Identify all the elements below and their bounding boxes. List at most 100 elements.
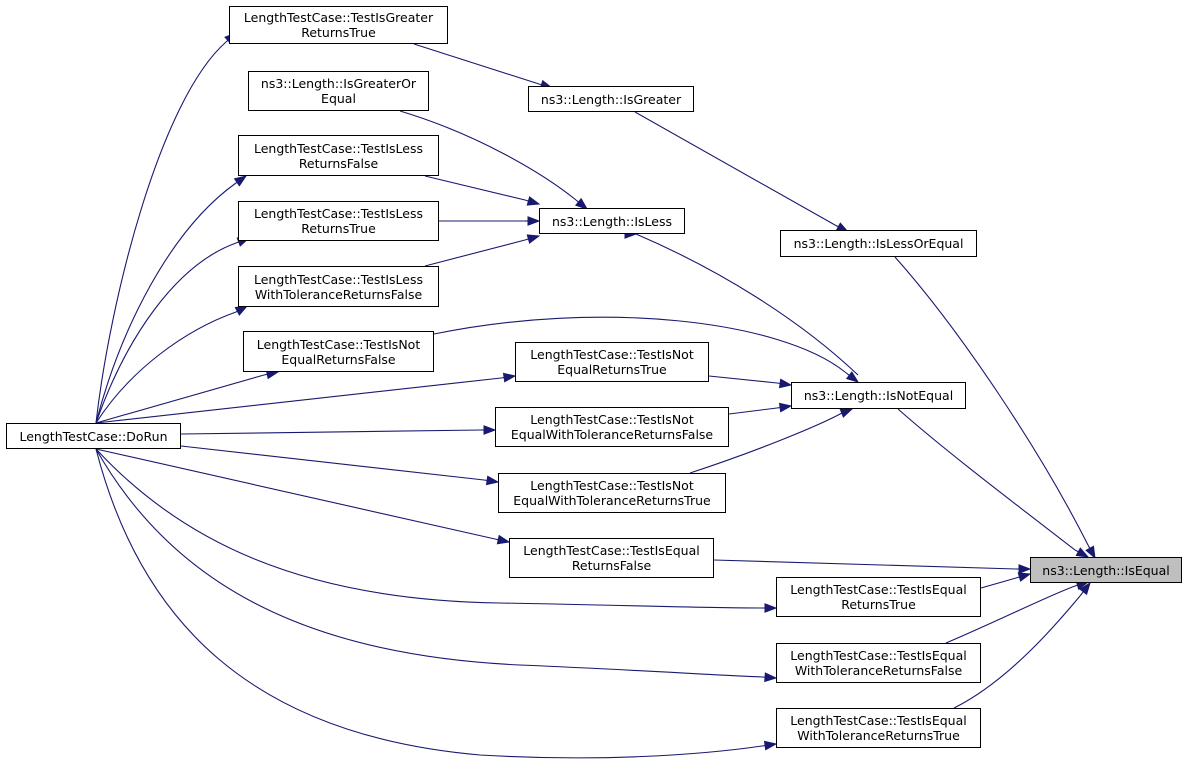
node-label-line: LengthTestCase::TestIsEqual [790, 582, 967, 597]
node-is-less[interactable]: ns3::Length::IsLess [539, 208, 685, 234]
edge-tiewtrt-to-isequal [953, 581, 1091, 709]
node-label-line: ReturnsTrue [301, 25, 376, 40]
edge-line [399, 110, 577, 201]
arrowhead [574, 197, 589, 210]
edge-dorun-to-tinewtrf [180, 425, 497, 435]
edge-line [953, 595, 1081, 709]
arrowhead [1079, 581, 1091, 596]
edge-line [95, 311, 237, 424]
arrowhead [496, 534, 511, 545]
node-is-greater-or-equal[interactable]: ns3::Length::IsGreaterOr Equal [248, 71, 429, 111]
edge-line [95, 448, 763, 609]
edge-line-end [494, 538, 499, 541]
node-label-line: ReturnsTrue [841, 597, 916, 612]
node-label-line: ReturnsFalse [298, 155, 379, 171]
edge-tinert-to-isnotequal [708, 375, 793, 389]
node-test-is-greater-returns-true[interactable]: LengthTestCase::TestIsGreater ReturnsTru… [229, 6, 448, 44]
node-label-line: ns3::Length::IsNotEqual [803, 388, 954, 403]
node-test-is-equal-with-tolerance-returns-false[interactable]: LengthTestCase::TestIsEqual WithToleranc… [776, 643, 981, 683]
edge-isnotequal-to-tinerf [433, 316, 860, 383]
edge-tiert-to-isequal [980, 572, 1032, 589]
edge-line [634, 111, 836, 226]
edge-line [95, 41, 227, 424]
edge-dorun-to-tierf [95, 448, 511, 545]
node-is-not-equal[interactable]: ns3::Length::IsNotEqual [791, 382, 966, 409]
node-test-is-equal-returns-true[interactable]: LengthTestCase::TestIsEqual ReturnsTrue [776, 577, 981, 617]
node-label-line: EqualReturnsFalse [281, 351, 396, 367]
edge-isgreater-to-tigrt [413, 43, 554, 90]
edge-tilwtrf-to-isless [424, 234, 541, 267]
edge-dorun-to-tilrf [95, 175, 248, 424]
edge-line [945, 585, 1076, 644]
edge-dorun-to-tinewtrt [180, 445, 500, 486]
edge-line-end [844, 371, 850, 376]
edge-line [95, 448, 496, 540]
edge-line-end [1079, 591, 1084, 597]
edge-line [689, 412, 843, 474]
edge-line [728, 407, 778, 415]
node-label-line: ReturnsTrue [301, 221, 376, 236]
edge-isgreaterorequal-to-isless [399, 110, 589, 210]
node-label-line: LengthTestCase::TestIsLess [253, 206, 424, 221]
node-test-is-less-returns-true[interactable]: LengthTestCase::TestIsLess ReturnsTrue [238, 201, 439, 241]
node-label-line: LengthTestCase::TestIsEqual [790, 713, 967, 728]
edge-line [980, 577, 1017, 589]
arrowhead [1018, 564, 1032, 574]
node-label-line: LengthTestCase::TestIsNot [530, 412, 694, 427]
arrowhead [233, 175, 248, 187]
edge-line [713, 559, 1017, 570]
edge-line [897, 408, 1076, 551]
node-do-run[interactable]: LengthTestCase::DoRun [6, 423, 181, 449]
arrowhead [778, 378, 793, 389]
node-test-is-equal-returns-false[interactable]: LengthTestCase::TestIsEqual ReturnsFalse [509, 538, 714, 578]
arrowhead [839, 408, 854, 418]
arrowhead [845, 371, 860, 383]
edge-line [95, 448, 763, 759]
arrowhead [764, 603, 778, 613]
node-test-is-less-with-tolerance-returns-false[interactable]: LengthTestCase::TestIsLess WithTolerance… [238, 266, 439, 307]
edge-line [708, 375, 778, 384]
edge-tinewtrt-to-isnotequal [689, 408, 854, 474]
edge-line-end [1074, 549, 1079, 553]
node-test-is-equal-with-tolerance-returns-true[interactable]: LengthTestCase::TestIsEqual WithToleranc… [776, 708, 981, 748]
node-label-line: EqualWithToleranceReturnsTrue [513, 493, 711, 508]
edge-line [95, 374, 265, 424]
edge-line [180, 445, 485, 481]
node-label-line: LengthTestCase::TestIsNot [530, 478, 694, 493]
edge-dorun-to-tilwtrf [95, 305, 249, 424]
node-label-line: LengthTestCase::TestIsNot [256, 336, 421, 352]
edge-line-end [575, 199, 579, 203]
node-label-line: EqualWithToleranceReturnsFalse [510, 427, 714, 442]
node-test-is-less-returns-false[interactable]: LengthTestCase::TestIsLess ReturnsFalse [238, 135, 439, 176]
edge-dorun-to-tiewtrf [95, 448, 778, 683]
edge-tilrt-to-isless [439, 216, 541, 226]
arrowhead [527, 216, 541, 226]
node-is-less-or-equal[interactable]: ns3::Length::IsLessOrEqual [780, 230, 977, 257]
node-test-is-not-equal-returns-true[interactable]: LengthTestCase::TestIsNot EqualReturnsTr… [515, 342, 709, 382]
edge-line [894, 256, 1089, 546]
edge-dorun-to-tigrt [95, 32, 238, 424]
edge-isequal-to-isnotequal [897, 408, 1090, 558]
node-label-line: LengthTestCase::TestIsNot [530, 347, 694, 362]
edge-line-end [524, 199, 529, 202]
node-test-is-not-equal-with-tolerance-returns-false[interactable]: LengthTestCase::TestIsNot EqualWithToler… [495, 407, 729, 447]
node-label-line: WithToleranceReturnsTrue [797, 728, 960, 743]
edge-dorun-to-tinert [95, 372, 517, 424]
edge-line [180, 429, 482, 435]
edge-line [424, 175, 526, 201]
node-test-is-not-equal-with-tolerance-returns-true[interactable]: LengthTestCase::TestIsNot EqualWithToler… [498, 473, 726, 513]
arrowhead [234, 305, 249, 316]
node-label-line: WithToleranceReturnsFalse [794, 663, 963, 678]
edge-line [424, 239, 526, 267]
arrowhead [764, 672, 778, 683]
node-is-greater[interactable]: ns3::Length::IsGreater [528, 86, 694, 112]
node-label-line: ns3::Length::IsLess [551, 213, 672, 229]
edge-tilrf-to-isless [424, 175, 541, 206]
arrowhead [763, 740, 778, 751]
arrowhead [483, 425, 497, 435]
node-test-is-not-equal-returns-false[interactable]: LengthTestCase::TestIsNot EqualReturnsFa… [243, 331, 434, 372]
node-label-line: LengthTestCase::TestIsLess [253, 140, 424, 156]
node-label-line: WithToleranceReturnsFalse [254, 286, 423, 302]
edge-line-end [1015, 576, 1020, 579]
